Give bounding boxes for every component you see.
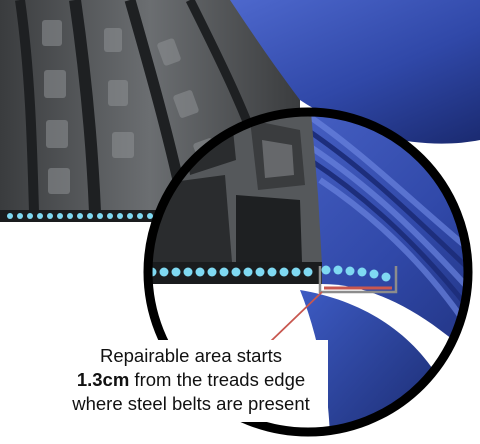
- pointer-line: [269, 291, 323, 343]
- caption-line-3: where steel belts are present: [72, 393, 310, 414]
- steel-belt-dots-background: [7, 213, 153, 219]
- repair-zone-bracket: [318, 266, 398, 294]
- caption-distance: 1.3cm: [76, 369, 130, 390]
- caption-line-2-rest: from the treads edge: [129, 369, 306, 390]
- caption-line-1: Repairable area starts: [99, 345, 282, 366]
- caption-line-2: 1.3cm from the treads edge: [60, 368, 322, 392]
